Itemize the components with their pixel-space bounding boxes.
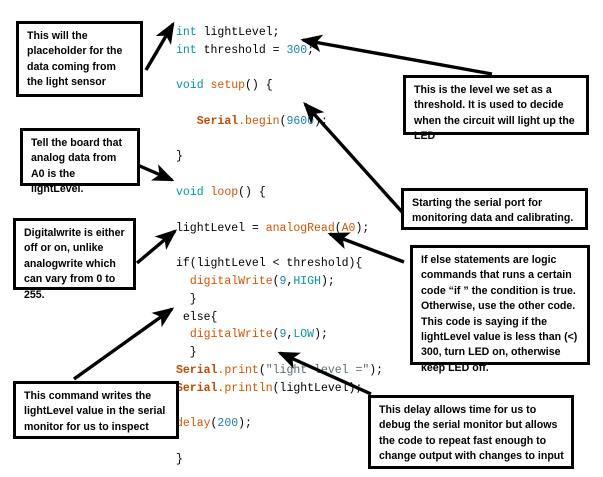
code-line: } — [176, 346, 197, 360]
code-line-blank — [176, 131, 416, 149]
code-line: digitalWrite(9,HIGH); — [189, 274, 335, 288]
code-line: } — [176, 150, 183, 164]
note-placeholder-text: This will the placeholder for the data c… — [27, 30, 123, 89]
code-line: digitalWrite(9,LOW); — [189, 328, 328, 342]
code-line-blank — [176, 95, 416, 113]
note-serial-print-text: This command writes the lightLevel value… — [24, 390, 166, 433]
code-line: else{ — [176, 310, 218, 324]
code-line: int lightLevel; — [176, 25, 280, 39]
note-digitalwrite[interactable]: Digitalwrite is either off or on, unlike… — [13, 218, 136, 301]
code-line-blank — [176, 59, 416, 77]
code-line: int threshold = 300; — [176, 43, 315, 57]
code-line-blank — [176, 166, 416, 184]
code-line: void loop() { — [176, 185, 266, 199]
note-delay-text: This delay allows time for us to debug t… — [379, 404, 564, 463]
code-line: lightLevel = analogRead(A0); — [176, 221, 370, 235]
code-line: Serial.begin(9600); — [196, 114, 328, 128]
code-line: } — [176, 452, 183, 466]
arrow-serialprint-to-serialprintln — [73, 307, 175, 381]
note-delay[interactable]: This delay allows time for us to debug t… — [368, 395, 574, 469]
note-threshold-text: This is the level we set as a threshold.… — [414, 84, 575, 143]
arrow-placeholder-to-lightlevel — [144, 21, 175, 71]
note-analog-read-text: Tell the board that analog data from A0 … — [31, 137, 123, 196]
note-serial-begin-text: Starting the serial port for monitoring … — [412, 197, 574, 225]
note-if-else[interactable]: If else statements are logic commands th… — [410, 245, 590, 374]
note-threshold[interactable]: This is the level we set as a threshold.… — [403, 75, 589, 142]
code-line: Serial.print("light level ="); — [176, 363, 384, 377]
code-line: void setup() { — [176, 79, 273, 93]
arrow-digitalwrite-to-digitalwrite-line — [135, 229, 178, 265]
code-line: delay(200); — [176, 417, 252, 431]
code-line: if(lightLevel < threshold){ — [176, 257, 363, 271]
note-digitalwrite-text: Digitalwrite is either off or on, unlike… — [24, 227, 125, 301]
note-if-else-text: If else statements are logic commands th… — [421, 254, 578, 374]
code-line-blank — [176, 237, 416, 255]
code-line-blank — [176, 202, 416, 220]
note-placeholder[interactable]: This will the placeholder for the data c… — [16, 21, 143, 97]
code-line: } — [176, 292, 197, 306]
note-analog-read[interactable]: Tell the board that analog data from A0 … — [20, 128, 140, 195]
note-serial-begin[interactable]: Starting the serial port for monitoring … — [401, 188, 588, 230]
note-serial-print[interactable]: This command writes the lightLevel value… — [13, 381, 179, 439]
